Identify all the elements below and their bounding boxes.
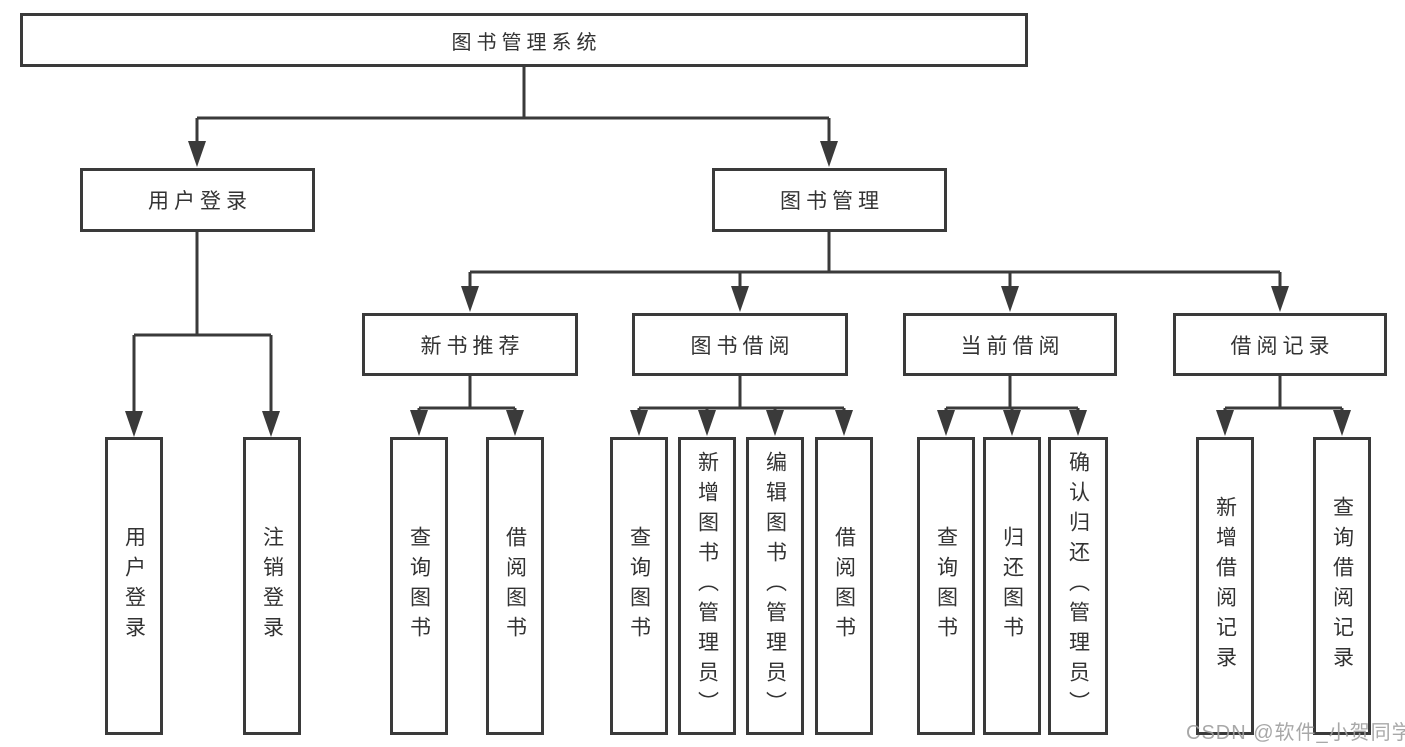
node-book-borrow-label: 图书借阅 <box>690 334 795 358</box>
csdn-watermark: CSDN @软件_小贺同学 <box>1186 722 1405 744</box>
node-borrow-records-label: 借阅记录 <box>1230 334 1335 358</box>
node-book-borrow: 图书借阅 <box>632 313 848 376</box>
leaf-borrow-books-recommend-label: 借阅图书 <box>503 526 527 646</box>
node-user-login-label: 用户登录 <box>148 190 252 213</box>
leaf-query-books-current-label: 查询图书 <box>934 526 958 646</box>
node-book-management: 图书管理 <box>712 168 947 232</box>
leaf-confirm-return-admin-label: 确认归还（管理员） <box>1066 451 1090 721</box>
leaf-user-login: 用户登录 <box>105 437 163 735</box>
leaf-logout-login: 注销登录 <box>243 437 301 735</box>
leaf-return-books: 归还图书 <box>983 437 1041 735</box>
node-new-book-recommend-label: 新书推荐 <box>420 334 525 358</box>
leaf-edit-books-admin-label: 编辑图书（管理员） <box>763 451 787 721</box>
arrowheads <box>125 141 1351 437</box>
leaf-query-books-borrow-label: 查询图书 <box>627 526 651 646</box>
node-borrow-records: 借阅记录 <box>1173 313 1387 376</box>
leaf-query-books-current: 查询图书 <box>917 437 975 735</box>
leaf-query-books-recommend-label: 查询图书 <box>407 526 431 646</box>
leaf-borrow-books-recommend: 借阅图书 <box>486 437 544 735</box>
leaf-edit-books-admin: 编辑图书（管理员） <box>746 437 804 735</box>
node-current-borrow: 当前借阅 <box>903 313 1117 376</box>
leaf-query-borrow-record: 查询借阅记录 <box>1313 437 1371 735</box>
leaf-borrow-books-label: 借阅图书 <box>832 526 856 646</box>
leaf-user-login-label: 用户登录 <box>122 526 146 646</box>
leaf-borrow-books: 借阅图书 <box>815 437 873 735</box>
leaf-add-borrow-record: 新增借阅记录 <box>1196 437 1254 735</box>
leaf-add-books-admin-label: 新增图书（管理员） <box>695 451 719 721</box>
node-book-management-label: 图书管理 <box>780 190 884 213</box>
node-current-borrow-label: 当前借阅 <box>960 334 1065 358</box>
node-user-login: 用户登录 <box>80 168 315 232</box>
leaf-add-books-admin: 新增图书（管理员） <box>678 437 736 735</box>
leaf-add-borrow-record-label: 新增借阅记录 <box>1213 496 1237 676</box>
node-root-label: 图书管理系统 <box>451 31 602 54</box>
leaf-logout-login-label: 注销登录 <box>260 526 284 646</box>
leaf-query-books-borrow: 查询图书 <box>610 437 668 735</box>
leaf-return-books-label: 归还图书 <box>1000 526 1024 646</box>
leaf-query-books-recommend: 查询图书 <box>390 437 448 735</box>
leaf-query-borrow-record-label: 查询借阅记录 <box>1330 496 1354 676</box>
node-root: 图书管理系统 <box>20 13 1028 67</box>
leaf-confirm-return-admin: 确认归还（管理员） <box>1048 437 1108 735</box>
node-new-book-recommend: 新书推荐 <box>362 313 578 376</box>
